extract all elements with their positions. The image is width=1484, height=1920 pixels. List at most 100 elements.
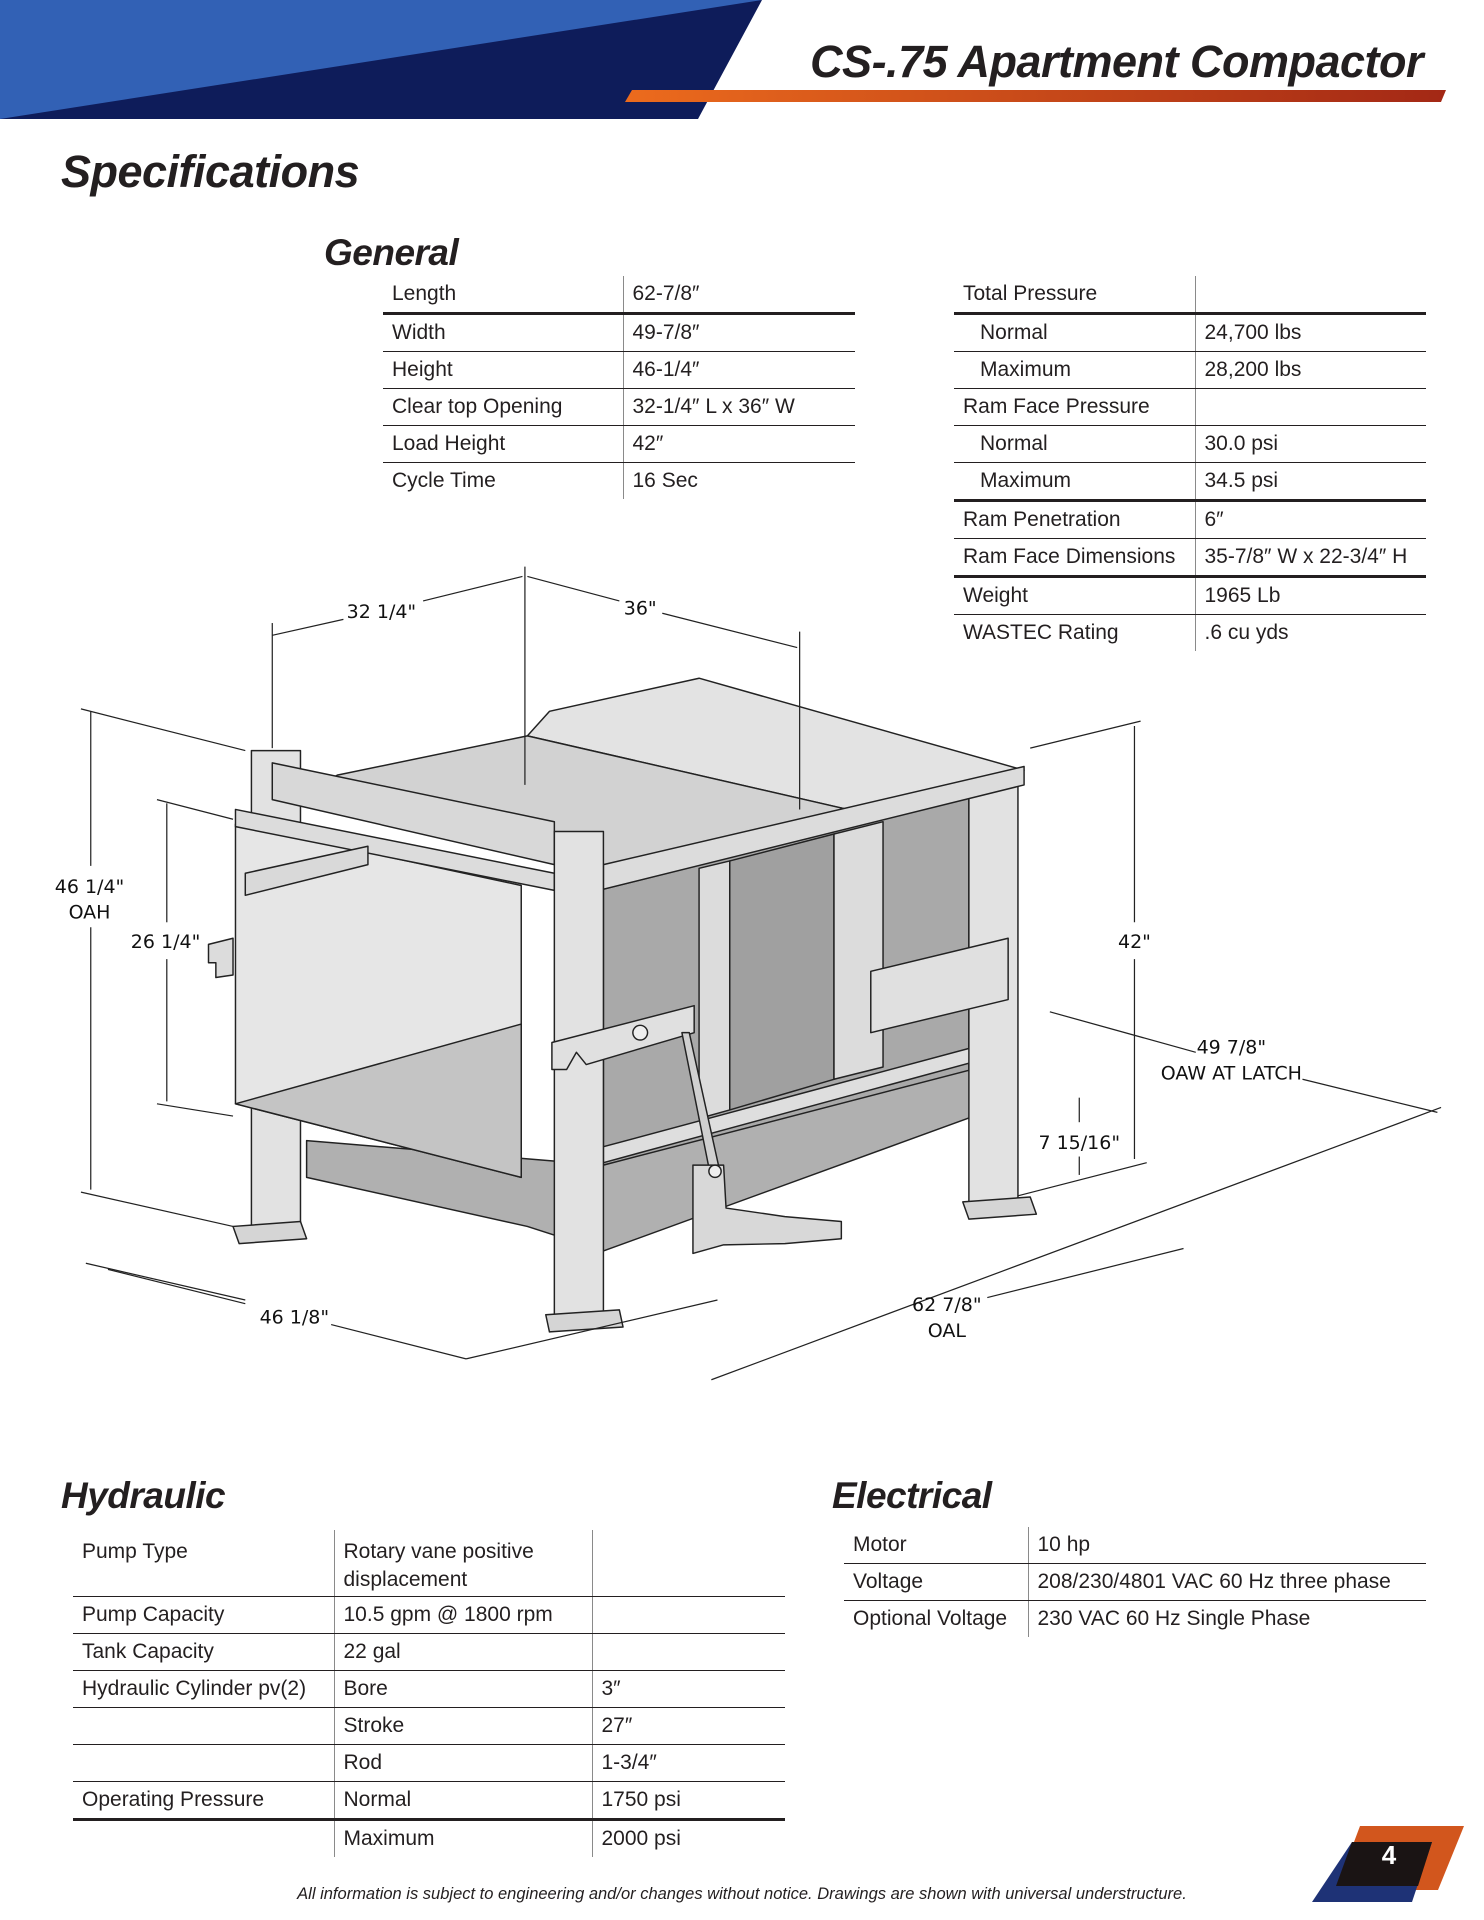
foot-left (232, 1220, 308, 1245)
spec-value: .6 cu yds (1194, 614, 1426, 651)
spec-value: 24,700 lbs (1194, 313, 1426, 352)
spec-value: 10.5 gpm @ 1800 rpm (333, 1596, 592, 1634)
dim-height: 46 1/4" (55, 876, 125, 898)
spec-label: WASTEC Rating (963, 621, 1119, 644)
spec-label: Tank Capacity (73, 1633, 334, 1671)
dim-length: 62 7/8" (912, 1294, 982, 1316)
spec-value (591, 1530, 785, 1597)
dimension-lines (80, 566, 1442, 1381)
spec-label (73, 1819, 334, 1857)
spec-label: Maximum (954, 351, 1195, 389)
spec-label: Pump Capacity (73, 1596, 334, 1634)
dim-open-length: 32 1/4" (347, 601, 417, 623)
latch-bolt (632, 1024, 649, 1041)
latch-hook (207, 937, 234, 979)
spec-value: 32-1/4″ L x 36″ W (622, 388, 855, 426)
spec-value: 35-7/8″ W x 22-3/4″ H (1194, 538, 1426, 578)
spec-label: Ram Penetration (954, 500, 1195, 539)
spec-value: 10 hp (1027, 1527, 1426, 1564)
dim-depth: 46 1/8" (260, 1306, 330, 1328)
spec-value: 16 Sec (622, 462, 855, 499)
dim-clearance: 7 15/16" (1038, 1132, 1120, 1154)
spec-value: 28,200 lbs (1194, 351, 1426, 389)
spec-value (591, 1596, 785, 1634)
dim-open-width: 36" (624, 597, 657, 619)
spec-value: 46-1/4″ (622, 351, 855, 389)
spec-value: 22 gal (333, 1633, 592, 1671)
spec-value: 2000 psi (591, 1819, 785, 1857)
spec-value: Rod (333, 1744, 592, 1782)
ram-panel (728, 833, 835, 1111)
spec-value: 42″ (622, 425, 855, 463)
spec-value (1194, 388, 1426, 426)
dim-box-height: 26 1/4" (131, 931, 201, 953)
banner-orange-stripe (625, 90, 1446, 102)
spec-value: 27″ (591, 1707, 785, 1745)
spec-value: 62-7/8″ (622, 276, 855, 315)
spec-value: Maximum (333, 1819, 592, 1857)
spec-value: Rotary vane positive displacement (333, 1530, 592, 1597)
upright-1 (698, 860, 731, 1120)
spec-value: Bore (333, 1670, 592, 1708)
spec-label: Hydraulic Cylinder pv(2) (73, 1670, 334, 1708)
page-number: 4 (1381, 1840, 1397, 1870)
electrical-heading: Electrical (832, 1475, 992, 1516)
dim-width-note: OAW AT LATCH (1161, 1062, 1302, 1084)
spec-value: 3″ (591, 1670, 785, 1708)
spec-value: 1-3/4″ (591, 1744, 785, 1782)
spec-value: 34.5 psi (1194, 462, 1426, 502)
table-row: Ram Face Pressure (954, 388, 1426, 426)
spec-label: Motor (844, 1527, 1028, 1564)
document-title: CS-.75 Apartment Compactor (810, 36, 1423, 87)
table-row: Optional Voltage 230 VAC 60 Hz Single Pha… (844, 1600, 1426, 1637)
spec-label: Ram Face Dimensions (954, 538, 1195, 578)
spec-label: Optional Voltage (853, 1607, 1008, 1630)
spec-label: Normal (954, 425, 1195, 463)
table-row: WASTEC Rating .6 cu yds (954, 614, 1426, 651)
chamber-floor (234, 1023, 522, 1179)
hydraulic-heading: Hydraulic (61, 1475, 226, 1516)
spec-label: Clear top Opening (383, 388, 623, 426)
latch-arm (551, 1004, 695, 1071)
spec-label: Operating Pressure (73, 1781, 334, 1821)
upright-2 (833, 820, 884, 1081)
spec-value: 6″ (1194, 500, 1426, 539)
spec-label (73, 1707, 334, 1745)
spec-value: 230 VAC 60 Hz Single Phase (1027, 1600, 1426, 1637)
spec-label: Load Height (383, 425, 623, 463)
spec-label: Total Pressure (954, 276, 1195, 315)
foot-right (962, 1196, 1038, 1220)
dim-height-note: OAH (69, 902, 111, 924)
spec-label: Voltage (844, 1563, 1028, 1601)
page-heading: Specifications (61, 146, 360, 197)
leg-front (553, 830, 605, 1323)
dim-width: 49 7/8" (1197, 1037, 1267, 1059)
spec-label (73, 1744, 334, 1782)
spec-value: Normal (333, 1781, 592, 1821)
page-number-badge (1312, 1826, 1464, 1902)
header-banner (0, 0, 1446, 119)
spec-label: Ram Face Pressure (954, 388, 1195, 426)
spec-value: Stroke (333, 1707, 592, 1745)
